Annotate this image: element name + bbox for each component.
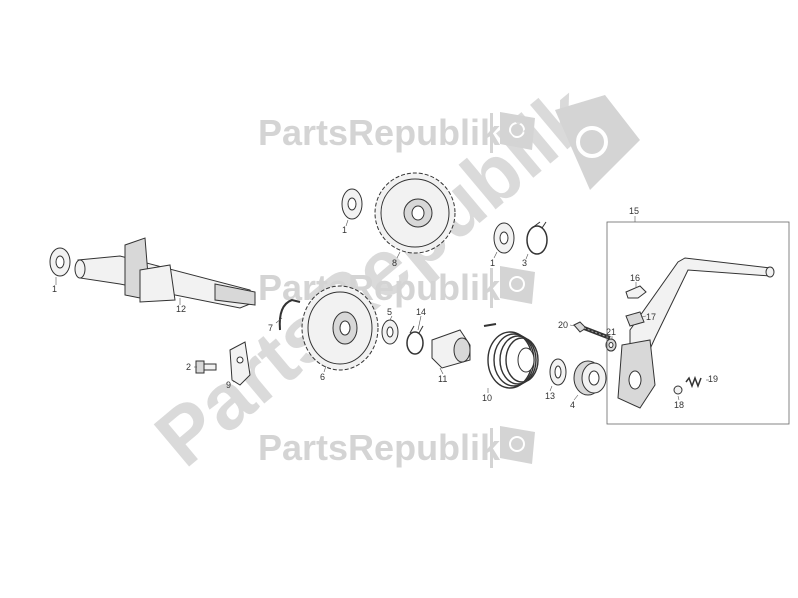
gear-flag-icon — [500, 426, 535, 464]
watermark-text: PartsRepublik — [258, 112, 501, 153]
coil-spring — [483, 323, 539, 389]
gear-flag-icon — [500, 112, 535, 150]
callout-8: 8 — [392, 258, 397, 268]
circlip-small — [406, 325, 424, 355]
callout-20: 20 — [558, 320, 568, 330]
stopper-bracket — [229, 341, 251, 386]
callout-1-right: 1 — [490, 258, 495, 268]
callout-13: 13 — [545, 391, 555, 401]
callout-5: 5 — [387, 307, 392, 317]
washer-bolt — [605, 338, 617, 352]
gear-large — [374, 172, 456, 254]
ratchet — [431, 329, 471, 369]
callout-16: 16 — [630, 273, 640, 283]
callout-11: 11 — [438, 374, 447, 384]
gear-flag-icon — [555, 95, 640, 190]
callout-12: 12 — [176, 304, 186, 314]
callout-9: 9 — [226, 380, 231, 390]
callout-4: 4 — [570, 400, 575, 410]
leader-lines — [55, 219, 709, 401]
callout-21: 21 — [606, 327, 616, 337]
callout-17: 17 — [646, 312, 656, 322]
callout-15: 15 — [629, 206, 639, 216]
callout-1-top: 1 — [342, 225, 347, 235]
kick-lever-group — [606, 216, 790, 425]
washer-thin — [549, 358, 567, 386]
watermark-bottom: PartsRepublik — [258, 426, 535, 468]
wire-clip — [278, 298, 301, 331]
callout-3: 3 — [522, 258, 527, 268]
callout-14: 14 — [416, 307, 426, 317]
callout-19: 19 — [708, 374, 718, 384]
watermark-text: PartsRepublik — [258, 427, 501, 468]
callout-6: 6 — [320, 372, 325, 382]
watermark-mid: PartsRepublik — [258, 266, 535, 308]
lever-clip — [625, 285, 647, 299]
gear-flag-icon — [500, 266, 535, 304]
washer-left — [49, 247, 71, 277]
bushing — [573, 360, 607, 396]
lever-pawl — [625, 311, 645, 327]
callout-7: 7 — [268, 323, 273, 333]
callout-18: 18 — [674, 400, 684, 410]
callout-2: 2 — [186, 362, 191, 372]
callout-1-left: 1 — [52, 284, 57, 294]
detent-spring — [685, 375, 702, 389]
kick-shaft — [74, 237, 256, 309]
washer-top — [341, 188, 363, 220]
watermark-top: PartsRepublik — [258, 112, 535, 153]
gear-medium — [301, 285, 379, 371]
circlip — [526, 221, 548, 255]
bolt-long — [573, 321, 611, 340]
callout-10: 10 — [482, 393, 492, 403]
washer-small — [381, 319, 399, 345]
callout-labels: 15 1 12 8 1 3 1 7 6 5 14 11 10 13 4 2 9 … — [52, 206, 718, 410]
detent-ball — [673, 385, 683, 395]
washer-right — [493, 222, 515, 254]
